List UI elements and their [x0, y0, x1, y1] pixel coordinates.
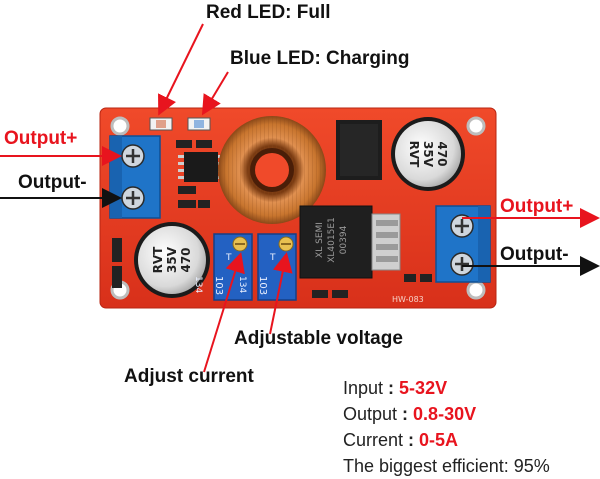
blue-led [187, 117, 211, 131]
output-plus-right-label: Output+ [500, 196, 574, 217]
output-terminal-right [435, 205, 491, 283]
ic-text-2: XL4015E1 [327, 217, 337, 263]
cap-voltage-top: 35V [421, 141, 435, 168]
spec-input: Input : 5-32V [343, 378, 448, 398]
spec-output: Output : 0.8-30V [343, 404, 477, 424]
control-chip [178, 152, 224, 182]
schottky-diode [336, 120, 382, 180]
model-marking: HW-083 [392, 295, 424, 304]
xl4015-regulator: XL SEMI XL4015E1 00394 [299, 205, 401, 279]
blue-led-label: Blue LED: Charging [230, 48, 410, 69]
pot-letter-2: T [269, 253, 276, 263]
toroid-inductor [218, 116, 326, 224]
smd-components [112, 140, 432, 298]
output-minus-right-label: Output- [500, 244, 569, 265]
red-led [149, 117, 173, 131]
adjust-current-label: Adjust current [124, 366, 254, 387]
adjust-current-arrow [203, 252, 245, 373]
spec-current-label: Current [343, 430, 404, 450]
spec-input-value: 5-32V [399, 378, 448, 398]
cap-brand-top: RVT [407, 141, 421, 169]
red-led-label: Red LED: Full [206, 2, 331, 23]
ic-text-3: 00394 [339, 225, 349, 254]
spec-output-label: Output [343, 404, 398, 424]
cap-value-bottom: 470 [179, 247, 193, 272]
pot-side-1: 134 [193, 276, 203, 293]
output-plus-left-label: Output+ [4, 128, 78, 149]
red-led-arrow [158, 23, 204, 116]
pot-side-2: 134 [237, 276, 247, 293]
spec-current-value: 0-5A [419, 430, 459, 450]
spec-output-value: 0.8-30V [413, 404, 477, 424]
spec-input-label: Input [343, 378, 384, 398]
pot-code-2: 103 [257, 276, 268, 295]
capacitor-top-right: 470 35V RVT [391, 117, 465, 191]
blue-led-arrow [201, 71, 229, 116]
capacitor-bottom-left: RVT 35V 470 [134, 222, 210, 298]
spec-efficiency: The biggest efficient: 95% [343, 456, 550, 476]
spec-current: Current : 0-5A [343, 430, 459, 450]
adjustable-voltage-arrow [269, 252, 293, 335]
input-terminal-left [109, 135, 161, 219]
pot-code-1: 103 [213, 276, 224, 295]
mounting-holes [110, 116, 486, 300]
output-minus-left-label: Output- [18, 172, 87, 193]
pot-letter-1: T [225, 253, 232, 263]
adjustable-voltage-label: Adjustable voltage [234, 328, 403, 349]
cap-brand-bottom: RVT [151, 246, 165, 274]
cap-value-top: 470 [435, 141, 449, 166]
ic-text-1: XL SEMI [315, 222, 325, 258]
cap-voltage-bottom: 35V [165, 246, 179, 273]
